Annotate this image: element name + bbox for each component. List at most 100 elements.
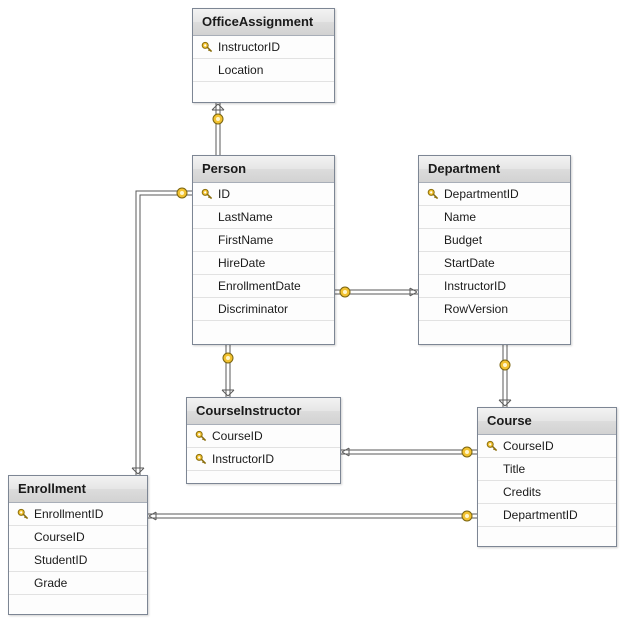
field-row[interactable]: FirstName	[193, 229, 334, 252]
entity-footer-course-instructor	[187, 471, 340, 483]
field-label: Grade	[34, 576, 68, 590]
field-label: Budget	[444, 233, 483, 247]
primary-key-icon	[424, 183, 442, 205]
field-row[interactable]: DepartmentID	[478, 504, 616, 527]
field-blank-icon	[424, 275, 442, 297]
field-label: ID	[218, 187, 230, 201]
field-row[interactable]: ID	[193, 183, 334, 206]
primary-key-icon	[192, 425, 210, 447]
field-label: EnrollmentDate	[218, 279, 301, 293]
field-row[interactable]: Title	[478, 458, 616, 481]
field-label: EnrollmentID	[34, 507, 104, 521]
relationship-person-department	[335, 286, 418, 298]
field-blank-icon	[198, 298, 216, 320]
entity-footer-office-assignment	[193, 82, 334, 102]
field-label: CourseID	[503, 439, 554, 453]
field-row[interactable]: DepartmentID	[419, 183, 570, 206]
field-label: RowVersion	[444, 302, 509, 316]
entity-footer-person	[193, 321, 334, 344]
field-label: InstructorID	[212, 452, 275, 466]
entity-footer-enrollment	[9, 595, 147, 614]
field-label: InstructorID	[218, 40, 281, 54]
entity-title-course: Course	[478, 408, 616, 435]
entity-title-department: Department	[419, 156, 570, 183]
field-label: InstructorID	[444, 279, 507, 293]
field-blank-icon	[198, 59, 216, 81]
relationship-courseinstructor-course	[341, 446, 477, 458]
field-blank-icon	[483, 481, 501, 503]
field-row[interactable]: EnrollmentDate	[193, 275, 334, 298]
entity-title-person: Person	[193, 156, 334, 183]
field-row[interactable]: Name	[419, 206, 570, 229]
field-row[interactable]: RowVersion	[419, 298, 570, 321]
primary-key-icon	[483, 435, 501, 457]
field-blank-icon	[198, 206, 216, 228]
field-row[interactable]: CourseID	[478, 435, 616, 458]
entity-title-office-assignment: OfficeAssignment	[193, 9, 334, 36]
field-label: Title	[503, 462, 526, 476]
field-blank-icon	[198, 275, 216, 297]
field-row[interactable]: Discriminator	[193, 298, 334, 321]
field-blank-icon	[198, 229, 216, 251]
relationship-person-enrollment	[131, 187, 192, 475]
field-blank-icon	[198, 252, 216, 274]
entity-title-course-instructor: CourseInstructor	[187, 398, 340, 425]
relationship-person-courseinstructor	[221, 345, 235, 397]
field-row[interactable]: InstructorID	[193, 36, 334, 59]
field-label: Discriminator	[218, 302, 289, 316]
field-label: HireDate	[218, 256, 266, 270]
primary-key-icon	[198, 183, 216, 205]
field-row[interactable]: CourseID	[187, 425, 340, 448]
field-label: DepartmentID	[503, 508, 578, 522]
field-row[interactable]: InstructorID	[419, 275, 570, 298]
field-row[interactable]: Budget	[419, 229, 570, 252]
field-label: CourseID	[34, 530, 85, 544]
field-row[interactable]: HireDate	[193, 252, 334, 275]
primary-key-icon	[14, 503, 32, 525]
field-blank-icon	[424, 298, 442, 320]
entity-footer-course	[478, 527, 616, 546]
field-label: StudentID	[34, 553, 88, 567]
field-label: StartDate	[444, 256, 495, 270]
field-blank-icon	[483, 504, 501, 526]
field-label: DepartmentID	[444, 187, 519, 201]
field-row[interactable]: EnrollmentID	[9, 503, 147, 526]
field-blank-icon	[424, 206, 442, 228]
field-blank-icon	[483, 458, 501, 480]
field-blank-icon	[424, 252, 442, 274]
relationship-department-course	[498, 345, 512, 407]
entity-fields-enrollment: EnrollmentID CourseID StudentID Grade	[9, 503, 147, 595]
relationship-person-officeassignment	[211, 103, 225, 155]
primary-key-icon	[192, 448, 210, 470]
entity-footer-department	[419, 321, 570, 344]
field-row[interactable]: Location	[193, 59, 334, 82]
field-row[interactable]: Grade	[9, 572, 147, 595]
field-label: LastName	[218, 210, 273, 224]
field-blank-icon	[14, 526, 32, 548]
field-row[interactable]: CourseID	[9, 526, 147, 549]
field-row[interactable]: Credits	[478, 481, 616, 504]
field-label: Credits	[503, 485, 542, 499]
field-label: Location	[218, 63, 264, 77]
entity-title-enrollment: Enrollment	[9, 476, 147, 503]
field-row[interactable]: StartDate	[419, 252, 570, 275]
field-label: CourseID	[212, 429, 263, 443]
field-row[interactable]: StudentID	[9, 549, 147, 572]
field-row[interactable]: InstructorID	[187, 448, 340, 471]
field-label: Name	[444, 210, 477, 224]
entity-fields-office-assignment: InstructorID Location	[193, 36, 334, 82]
field-blank-icon	[14, 549, 32, 571]
field-row[interactable]: LastName	[193, 206, 334, 229]
field-blank-icon	[424, 229, 442, 251]
primary-key-icon	[198, 36, 216, 58]
